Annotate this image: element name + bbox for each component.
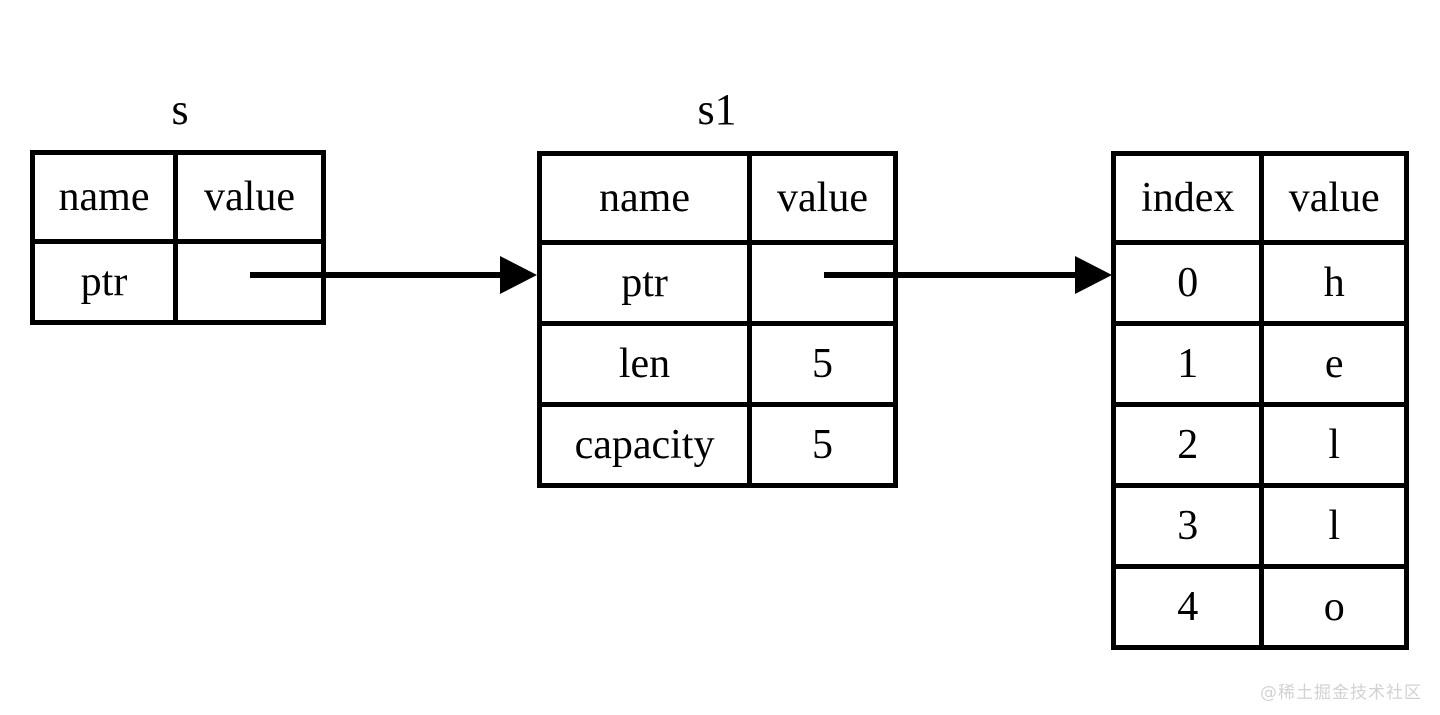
table-label-s: s [171,85,189,134]
cell-value-0: h [1323,260,1345,306]
header-cell-value: value [1288,175,1380,221]
cell-value-ptr [752,245,893,321]
table-row-header: index value [1116,156,1404,240]
table-label-s1: s1 [697,85,737,134]
header-cell-value: value [777,175,868,221]
table-row-header: name value [35,155,321,239]
table-heap-buffer: index value 0 h 1 e 2 l 3 l 4 o [1111,151,1409,650]
header-cell-value: value [204,174,295,220]
cell-value-4: o [1323,584,1345,630]
cell-name-ptr: ptr [542,245,753,321]
table-row-header: name value [542,156,893,240]
cell-index-4: 4 [1116,569,1265,645]
cell-value-capacity: 5 [812,422,834,468]
cell-name-ptr: ptr [35,244,178,320]
table-s1: name value ptr len 5 capacity 5 [537,151,898,488]
cell-index-2: 2 [1116,407,1265,483]
table-row: 3 l [1116,483,1404,564]
watermark: @稀土掘金技术社区 [1260,683,1422,703]
table-s: name value ptr [30,150,326,325]
table-row: ptr [542,240,893,321]
table-row: ptr [35,239,321,320]
table-row: 1 e [1116,321,1404,402]
table-row: 2 l [1116,402,1404,483]
cell-value-1: e [1324,341,1344,387]
table-row: len 5 [542,321,893,402]
header-cell-name: name [35,155,178,239]
arrow-head-icon [500,256,537,294]
cell-index-3: 3 [1116,488,1265,564]
table-row: capacity 5 [542,402,893,483]
header-cell-name: name [542,156,753,240]
cell-name-len: len [542,326,753,402]
table-row: 0 h [1116,240,1404,321]
cell-value-ptr [178,244,321,320]
arrow-head-icon [1075,256,1112,294]
header-cell-index: index [1116,156,1265,240]
cell-index-0: 0 [1116,245,1265,321]
cell-value-3: l [1328,503,1341,549]
cell-name-capacity: capacity [542,407,753,483]
cell-value-2: l [1328,422,1341,468]
table-row: 4 o [1116,564,1404,645]
cell-index-1: 1 [1116,326,1265,402]
cell-value-len: 5 [812,341,834,387]
